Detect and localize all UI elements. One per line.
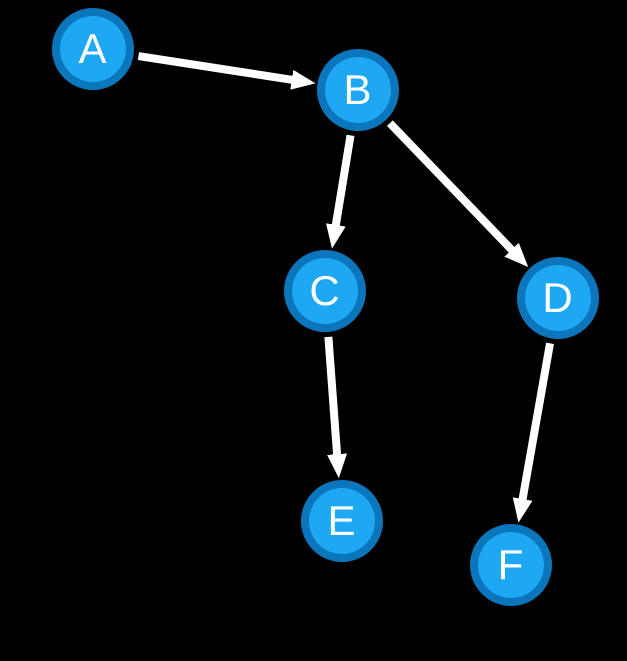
edge-d-f [512, 342, 554, 523]
node-circle: F [478, 532, 544, 598]
node-label: D [542, 274, 574, 321]
node-circle: A [60, 16, 126, 82]
node-circle: E [309, 488, 375, 554]
edge-a-b [137, 52, 316, 90]
node-circle: C [292, 258, 358, 324]
node-label: B [343, 66, 373, 113]
graph-node-c[interactable]: C [284, 250, 366, 332]
edge-b-d [386, 120, 529, 268]
graph-node-b[interactable]: B [317, 49, 399, 131]
node-label: C [309, 267, 341, 314]
node-label: E [327, 497, 357, 544]
graph-node-f[interactable]: F [470, 524, 552, 606]
node-label: F [497, 541, 525, 588]
node-circle: D [525, 265, 591, 331]
edge-b-c [325, 134, 355, 249]
graph-node-e[interactable]: E [301, 480, 383, 562]
graph-node-a[interactable]: A [52, 8, 134, 90]
node-circle: B [325, 57, 391, 123]
graph-node-d[interactable]: D [517, 257, 599, 339]
node-label: A [78, 25, 108, 72]
edge-c-e [324, 336, 348, 479]
